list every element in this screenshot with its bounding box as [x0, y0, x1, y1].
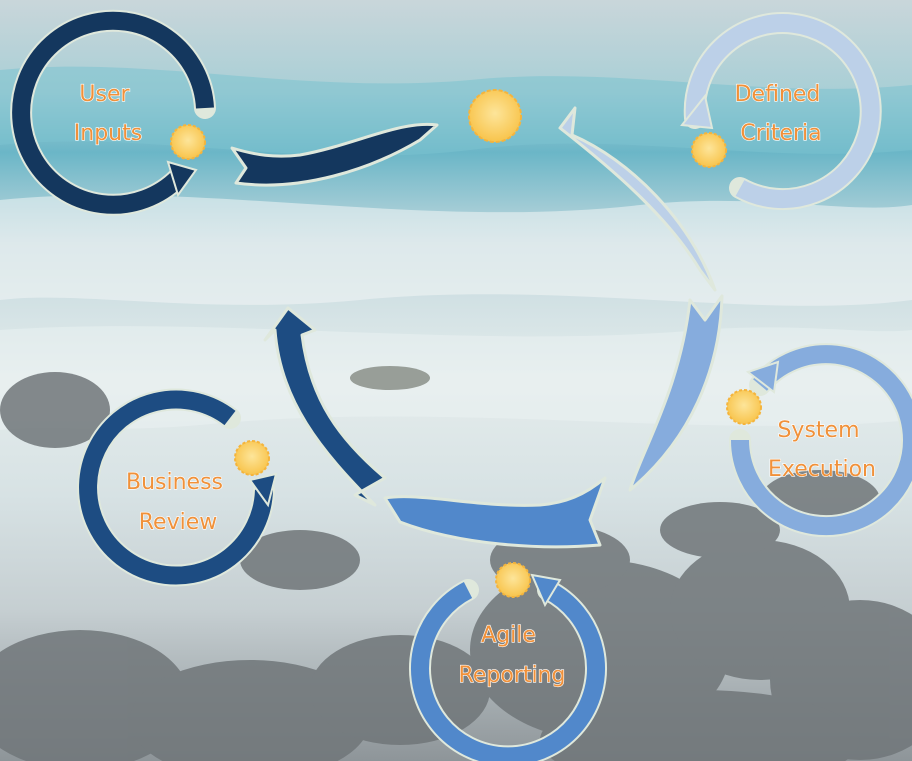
stage-label-business-review: Business Review	[126, 470, 230, 535]
stage-business-review: Business Review	[77, 388, 278, 587]
sun-icon	[170, 124, 206, 160]
stage-label-line: User	[79, 82, 130, 107]
business-review-ring-arrowhead	[248, 472, 278, 508]
user-inputs-ring-arrowhead	[166, 160, 198, 198]
sun-icon	[234, 440, 270, 476]
stage-label-user-inputs: User Inputs	[74, 82, 142, 146]
stage-defined-criteria: Defined Criteria	[680, 12, 882, 211]
sun-icon	[495, 562, 531, 598]
arrow-execution-to-reporting	[628, 294, 724, 492]
stage-label-line: Criteria	[740, 121, 821, 146]
business-review-ring	[79, 390, 273, 585]
defined-criteria-ring-arrowhead	[680, 93, 714, 130]
stage-label-line: Agile	[481, 623, 536, 648]
defined-criteria-ring	[685, 14, 880, 209]
stage-label-line: Reporting	[459, 663, 566, 688]
stage-user-inputs: User Inputs	[10, 9, 216, 216]
stage-label-line: System	[777, 418, 859, 443]
stage-label-system-execution: System Execution	[768, 418, 876, 482]
stage-label-defined-criteria: Defined Criteria	[735, 82, 828, 146]
stage-label-line: Inputs	[74, 121, 142, 146]
agile-reporting-ring	[411, 581, 605, 761]
stage-label-agile-reporting: Agile Reporting	[459, 623, 566, 688]
arrow-review-to-inputs	[263, 306, 387, 507]
cycle-arrows	[230, 106, 724, 549]
system-execution-ring	[731, 345, 912, 536]
stage-label-line: Review	[139, 510, 218, 535]
arrow-reporting-to-review	[383, 476, 607, 549]
stage-system-execution: System Execution	[726, 343, 912, 538]
stage-label-line: Defined	[735, 82, 821, 107]
sun-icon	[691, 132, 727, 168]
sun-icon	[468, 89, 522, 143]
stage-label-line: Business	[126, 470, 223, 495]
agile-reporting-ring-arrowhead	[530, 573, 562, 608]
arrow-user-to-criteria	[230, 122, 439, 187]
stage-agile-reporting: Agile Reporting	[409, 562, 607, 761]
sun-icon	[726, 389, 762, 425]
arrow-criteria-to-execution	[558, 106, 717, 292]
stage-label-line: Execution	[768, 457, 876, 482]
system-execution-ring-arrowhead	[745, 360, 780, 394]
